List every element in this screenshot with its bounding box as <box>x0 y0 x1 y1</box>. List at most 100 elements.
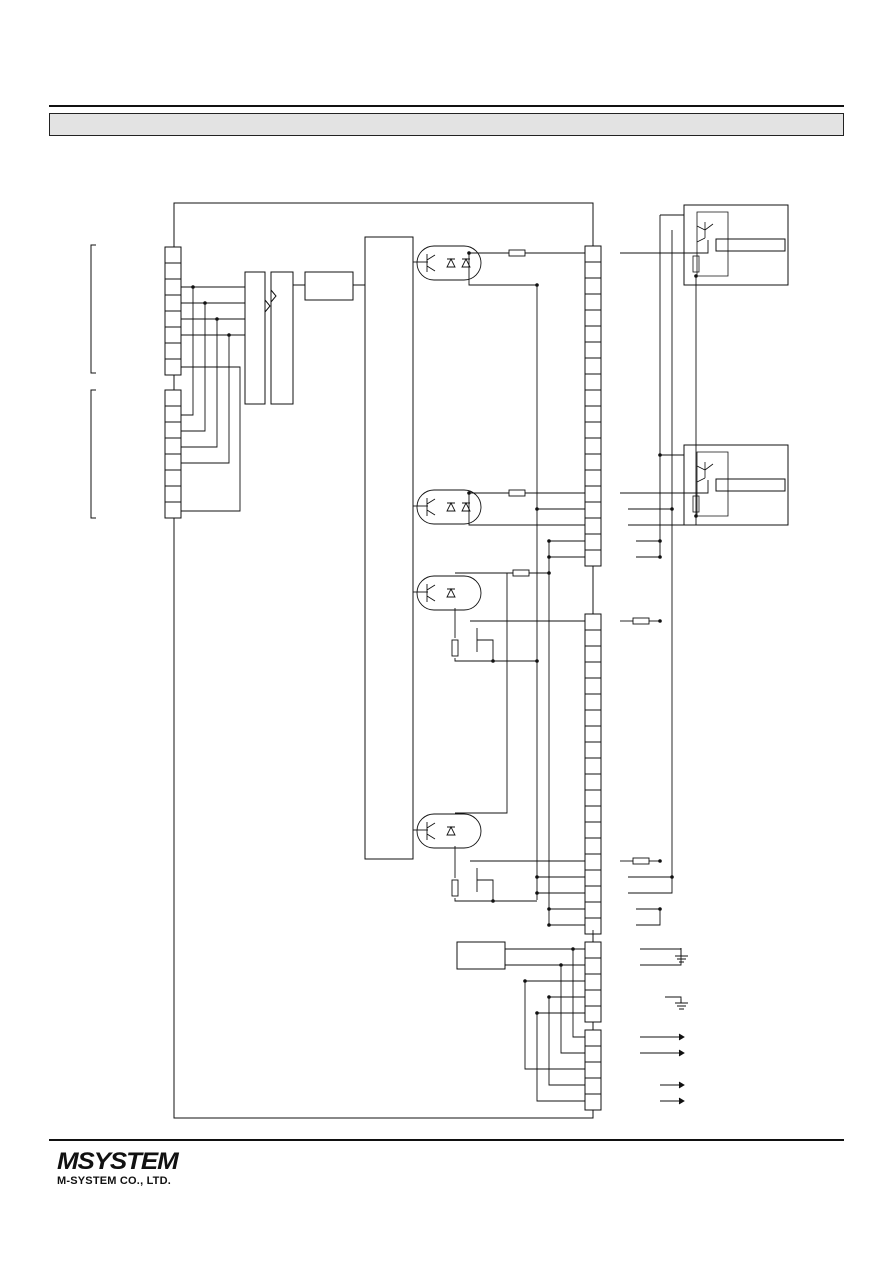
junction-18 <box>547 923 551 927</box>
wire-6 <box>181 287 194 416</box>
input-optocoupler-2-diode-1 <box>446 825 456 836</box>
junction-17 <box>547 907 551 911</box>
bracket-lower <box>90 389 96 519</box>
wire-16 <box>468 253 538 900</box>
resistor-5 <box>632 857 650 865</box>
wire-9 <box>181 335 230 464</box>
output-optocoupler-1-diode-2 <box>461 257 471 268</box>
bracket-upper <box>90 244 96 374</box>
input-optocoupler-2 <box>416 813 482 849</box>
terminal-block-a-19 <box>584 533 602 551</box>
junction-2 <box>203 301 207 305</box>
converter-block <box>304 271 354 301</box>
external-relay-box-2 <box>683 444 789 526</box>
terminal-block-c-4 <box>584 1077 602 1095</box>
terminal-block-a-14 <box>584 453 602 471</box>
junction-22 <box>547 995 551 999</box>
terminal-block-b-15 <box>584 837 602 855</box>
terminal-block-a-7 <box>584 341 602 359</box>
left-terminal-upper-3 <box>164 278 182 296</box>
wire-47 <box>620 480 709 494</box>
junction-31 <box>694 274 698 278</box>
junction-6 <box>467 491 471 495</box>
terminal-block-a-20 <box>584 549 602 567</box>
terminal-block-a-12 <box>584 421 602 439</box>
junction-20 <box>571 947 575 951</box>
wire-43 <box>524 980 585 1070</box>
resistor-4 <box>632 617 650 625</box>
junction-16 <box>491 899 495 903</box>
power-terminal-1 <box>584 941 602 959</box>
junction-8 <box>535 507 539 511</box>
wire-25 <box>454 658 537 662</box>
ground-symbol-1 <box>675 948 688 963</box>
junction-21 <box>523 979 527 983</box>
wire-5 <box>181 366 241 512</box>
terminal-block-b-9 <box>584 741 602 759</box>
output-optocoupler-2-transistor <box>426 498 436 516</box>
wire-49 <box>628 276 697 526</box>
input-optocoupler-1-diode-1 <box>446 587 456 598</box>
external-relay-box-1 <box>683 204 789 286</box>
terminal-block-a-4 <box>584 293 602 311</box>
left-terminal-lower-1 <box>164 389 182 407</box>
wire-23 <box>455 573 508 814</box>
left-terminal-lower-6 <box>164 469 182 487</box>
terminal-block-b-11 <box>584 773 602 791</box>
junction-9 <box>535 659 539 663</box>
terminal-block-a-6 <box>584 325 602 343</box>
junction-28 <box>658 859 662 863</box>
terminal-block-c-3 <box>584 1061 602 1079</box>
company-name: M-SYSTEM CO., LTD. <box>57 1175 172 1187</box>
resistor-v-1 <box>451 639 459 657</box>
external-relay-inner-1 <box>715 238 786 252</box>
terminal-block-a-9 <box>584 373 602 391</box>
left-terminal-lower-3 <box>164 421 182 439</box>
wire-7 <box>181 303 206 432</box>
resistor-3 <box>512 569 530 577</box>
terminal-block-b-5 <box>584 677 602 695</box>
terminal-block-a-10 <box>584 389 602 407</box>
junction-25 <box>670 507 674 511</box>
left-terminal-upper-7 <box>164 342 182 360</box>
junction-23 <box>535 1011 539 1015</box>
cpu-block <box>364 236 414 860</box>
resistor-2 <box>508 489 526 497</box>
ground-symbol-2 <box>675 999 688 1010</box>
terminal-block-c-2 <box>584 1045 602 1063</box>
terminal-block-b-12 <box>584 789 602 807</box>
logo-mark: MSYSTEM <box>57 1148 179 1175</box>
terminal-block-b-1 <box>584 613 602 631</box>
power-terminal-4 <box>584 989 602 1007</box>
wire-22 <box>529 572 550 925</box>
terminal-block-a-18 <box>584 517 602 535</box>
wire-41 <box>560 965 585 1054</box>
junction-1 <box>191 285 195 289</box>
terminal-block-b-6 <box>584 693 602 711</box>
external-relay-inner-2 <box>715 478 786 492</box>
junction-13 <box>547 539 551 543</box>
wire-53 <box>660 230 684 877</box>
terminal-block-a-3 <box>584 277 602 295</box>
terminal-block-b-7 <box>584 709 602 727</box>
wire-61 <box>636 909 661 926</box>
wire-27 <box>476 628 494 661</box>
terminal-block-a-5 <box>584 309 602 327</box>
junction-12 <box>535 891 539 895</box>
junction-33 <box>658 907 662 911</box>
terminal-block-b-2 <box>584 629 602 647</box>
terminal-block-b-13 <box>584 805 602 823</box>
company-logo: MSYSTEM M-SYSTEM CO., LTD. <box>57 1150 179 1188</box>
left-terminal-lower-8 <box>164 501 182 519</box>
input-optocoupler-1-transistor <box>426 584 436 602</box>
junction-26 <box>670 875 674 879</box>
wire-44 <box>536 1012 585 1102</box>
wire-19 <box>468 493 585 526</box>
terminal-block-a-11 <box>584 405 602 423</box>
wire-31 <box>476 868 494 901</box>
wire-42 <box>572 949 585 1038</box>
junction-32 <box>694 514 698 518</box>
resistor-v-2 <box>451 879 459 897</box>
terminal-block-c-1 <box>584 1029 602 1047</box>
